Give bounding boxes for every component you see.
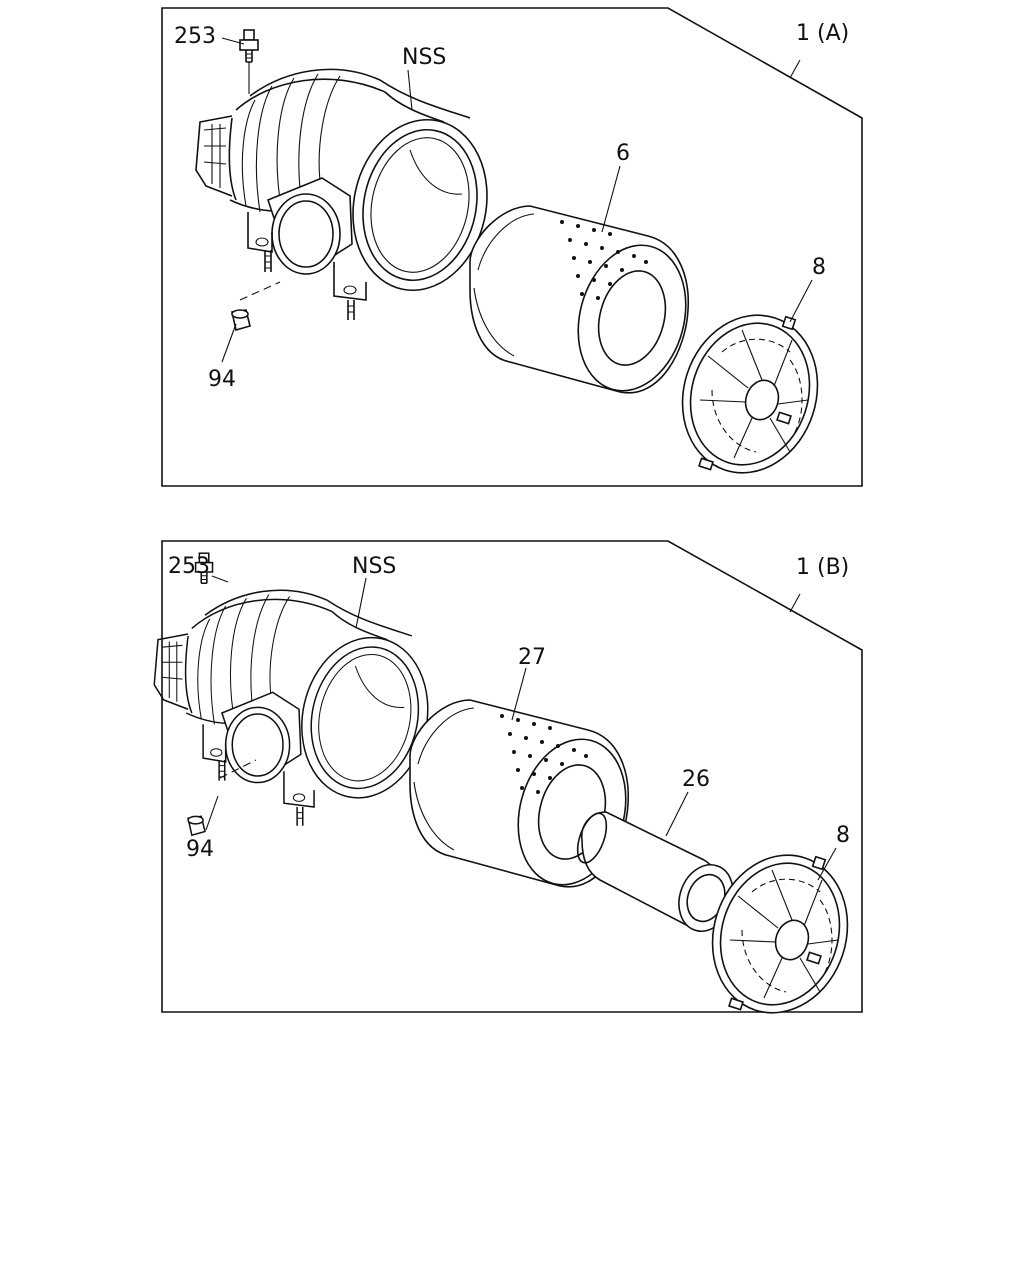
callout-26: 26 <box>682 767 710 792</box>
stud-bolt <box>239 29 259 63</box>
leader-8-b <box>817 847 837 881</box>
air-cleaner-housing <box>195 68 504 321</box>
leader-6 <box>601 165 621 233</box>
panel-b: 253 NSS 27 26 8 94 1 (B) <box>153 540 869 1032</box>
callout-94: 94 <box>208 367 236 392</box>
callout-6: 6 <box>616 141 630 166</box>
panel-a-frame <box>161 7 863 487</box>
leader-253 <box>221 37 245 45</box>
callout-27: 27 <box>518 645 546 670</box>
callout-8-b: 8 <box>836 823 850 848</box>
leader-253-b <box>211 575 229 583</box>
callout-nss-b: NSS <box>352 554 396 579</box>
leader-27 <box>511 667 527 721</box>
leader-94-b <box>205 795 219 831</box>
panel-b-frame <box>161 540 863 1013</box>
assembly-label-a: 1 (A) <box>796 21 849 46</box>
panel-a: 253 NSS 6 8 94 1 (A) <box>161 7 863 492</box>
callout-nss: NSS <box>402 45 446 70</box>
air-cleaner-housing <box>153 589 444 827</box>
leader-94 <box>221 323 237 363</box>
leader-8 <box>789 279 813 323</box>
callout-8: 8 <box>812 255 826 280</box>
leader-nss-b <box>355 577 367 629</box>
leader-nss <box>407 69 413 111</box>
assembly-label-b: 1 (B) <box>796 555 849 580</box>
drain-valve <box>187 815 206 836</box>
filter-element <box>469 205 703 404</box>
callout-253: 253 <box>174 24 216 49</box>
end-cover <box>661 296 839 492</box>
leader-26 <box>665 791 689 837</box>
leader-1b <box>789 593 801 613</box>
callout-253-b: 253 <box>168 554 210 579</box>
callout-94-b: 94 <box>186 837 214 862</box>
leader-1a <box>789 59 801 79</box>
